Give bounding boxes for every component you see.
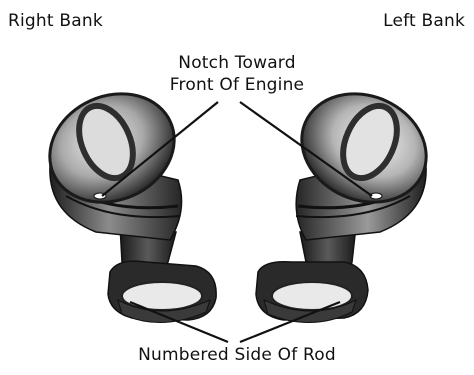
notch-callout-line-1: Notch Toward — [0, 52, 474, 74]
left-bank-label: Left Bank — [383, 11, 465, 31]
right-bank-piston-assembly — [32, 74, 216, 322]
notch-callout: Notch Toward Front Of Engine — [0, 52, 474, 96]
notch-callout-line-2: Front Of Engine — [0, 74, 474, 96]
right-bank-label: Right Bank — [8, 11, 103, 31]
rod-side-callout: Numbered Side Of Rod — [0, 345, 474, 365]
right-bank-rod-bearing — [122, 282, 202, 310]
left-bank-rod-bearing — [272, 282, 352, 310]
left-bank-piston-assembly — [256, 74, 444, 322]
